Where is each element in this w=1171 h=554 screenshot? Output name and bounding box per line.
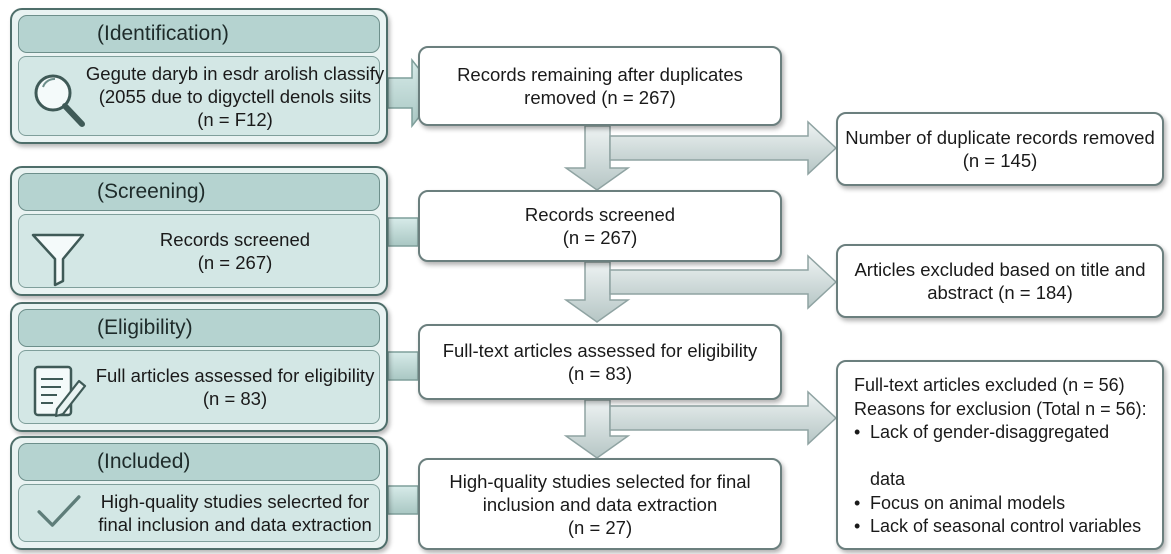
down-arrow-2 [563,261,631,323]
stage-header: (Screening) [18,173,380,211]
stage-text-line: (n = F12) [197,108,273,130]
down-arrow-1 [563,125,631,191]
document-pen-icon [33,365,87,418]
exclusion-reason-item: • Lack of seasonal control variables [854,515,1154,539]
branch-arrow-fulltext-excluded [609,390,838,446]
flow-box-line: inclusion and data extraction [482,493,718,515]
flow-box-line: Records remaining after duplicates [457,64,743,85]
magnifier-icon [34,74,85,127]
exclusion-reasons-list: • Lack of gender-disaggregated data • Fo… [854,421,1154,539]
stage-text: Records screened (n = 267) [97,219,373,283]
exclusion-reason-item: • Lack of gender-disaggregated data [854,421,1154,492]
stage-header: (Included) [18,443,380,481]
excluded-box-line: Number of duplicate records removed [845,127,1155,148]
stage-body: Records screened (n = 267) [18,214,380,288]
bullet-icon: • [854,516,861,536]
eligibility-connector [387,351,419,381]
stage-text-line: High-quality studies selecrted for [100,491,370,512]
included-connector [387,485,419,515]
flow-box-line: (n = 267) [562,227,638,248]
screening-connector [387,217,419,247]
stage-header: (Eligibility) [18,309,380,347]
stage-text-line: (n = 83) [202,388,268,409]
stage-header: (Identification) [18,15,380,53]
stage-screening: (Screening) Records screened (n = 267) [10,166,388,296]
branch-arrow-title-abstract [609,254,838,310]
excluded-box-line: Articles excluded based on title and [854,259,1146,280]
stage-text: Full articles assessed for eligibility (… [95,355,375,419]
stage-body: High-quality studies selecrted for final… [18,484,380,542]
checkmark-icon [37,495,81,527]
stage-eligibility: (Eligibility) Full articles assessed for… [10,302,388,432]
stage-body: Gegute daryb in esdr arolish classify (2… [18,56,384,136]
excluded-box-duplicates: Number of duplicate records removed (n =… [836,112,1164,186]
fulltext-excluded-title: Full-text articles excluded (n = 56) [854,375,1125,395]
exclusion-reason-text: data [870,469,906,489]
flow-box-line: Full-text articles assessed for eligibil… [442,340,758,361]
stage-text: Gegute daryb in esdr arolish classify (2… [86,61,384,131]
flow-box-line: Records screened [524,204,676,225]
exclusion-reasons-title: Reasons for exclusion (Total n = 56): [854,398,1147,419]
flow-box-records-screened: Records screened (n = 267) [418,190,782,262]
stage-text-line: (n = 267) [197,252,273,273]
branch-arrow-duplicates [609,120,838,176]
stage-body: Full articles assessed for eligibility (… [18,350,380,424]
exclusion-reason-text: Focus on animal models [870,492,1066,513]
excluded-box-title-abstract: Articles excluded based on title and abs… [836,244,1164,318]
flow-box-line: High-quality studies selected for final [449,470,751,492]
stage-text-line: final inclusion and data extraction [98,514,372,535]
stage-identification: (Identification) Gegute daryb in esdr ar… [10,8,388,144]
stage-included: (Included) High-quality studies selecrte… [10,436,388,550]
stage-text-line: Full articles assessed for eligibility [95,365,375,386]
exclusion-reason-text: Lack of seasonal control variables [870,516,1142,536]
flow-box-after-duplicates: Records remaining after duplicates remov… [418,46,782,126]
flow-box-line: (n = 83) [567,363,633,384]
flow-box-line: (n = 27) [567,516,633,538]
bullet-icon: • [854,492,861,513]
flow-box-final-included: High-quality studies selected for final … [418,458,782,550]
exclusion-reason-item: • Focus on animal models [854,492,1154,516]
excluded-box-line: abstract (n = 184) [927,282,1073,303]
flow-box-line: removed (n = 267) [524,87,676,108]
stage-text-line: (2055 due to digyctell denols siits [98,85,372,107]
fulltext-excluded-text: Full-text articles excluded (n = 56) Rea… [854,374,1154,539]
bullet-icon: • [854,422,861,442]
flow-box-fulltext-assessed: Full-text articles assessed for eligibil… [418,324,782,400]
excluded-box-line: (n = 145) [962,150,1038,171]
stage-text: High-quality studies selecrted for final… [97,489,373,537]
exclusion-reason-text: Lack of gender-disaggregated [870,422,1110,442]
stage-text-line: Gegute daryb in esdr arolish classify [85,62,385,84]
funnel-icon [31,233,85,287]
excluded-box-fulltext: Full-text articles excluded (n = 56) Rea… [836,360,1164,550]
stage-text-line: Records screened [159,229,311,250]
